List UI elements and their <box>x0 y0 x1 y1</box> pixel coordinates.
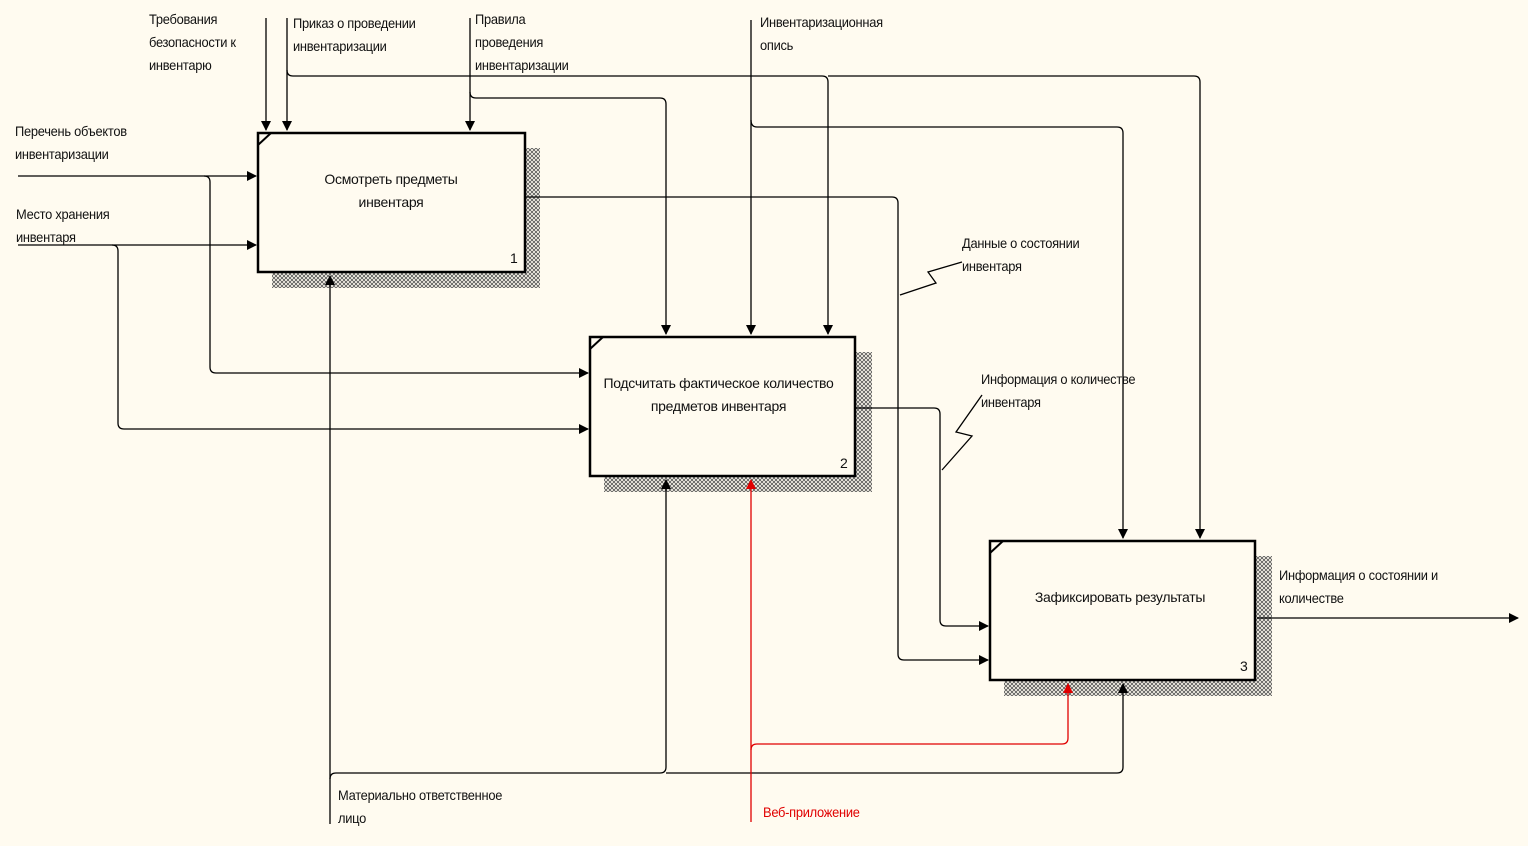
label-line: Приказ о проведении <box>293 15 416 31</box>
label-line: лицо <box>338 810 367 826</box>
box-2-corner <box>589 336 604 350</box>
arrow-mech-person-box3 <box>666 683 1128 774</box>
arrow-control-order-box2 <box>286 69 833 335</box>
arrow-data-state <box>526 196 989 665</box>
label-control-list: Инвентаризационная опись <box>760 11 883 57</box>
arrow-input-objects-box2 <box>203 175 589 378</box>
arrow-mech-person-box2 <box>329 479 671 780</box>
box-3-title: Зафиксировать результаты <box>990 586 1250 609</box>
label-input-storage: Место хранения инвентаря <box>16 203 110 249</box>
label-line: инвентаризации <box>475 57 569 73</box>
box-1-title-line: инвентаря <box>358 194 424 210</box>
label-mech-webapp: Веб-приложение <box>763 801 860 824</box>
label-data-state: Данные о состоянии инвентаря <box>962 232 1080 278</box>
label-line: безопасности к <box>149 34 236 50</box>
arrow-info-quantity <box>856 407 989 631</box>
box-3-number: 3 <box>1240 658 1248 674</box>
box-3[interactable] <box>988 539 1257 682</box>
label-line: Веб-приложение <box>763 804 860 820</box>
label-line: Правила <box>475 11 526 27</box>
squiggle-data-state <box>899 261 963 296</box>
box-1[interactable] <box>256 131 527 274</box>
label-line: Требования <box>149 11 218 27</box>
arrow-control-rules-box2 <box>469 91 671 335</box>
label-line: инвентаря <box>962 258 1022 274</box>
box-2[interactable] <box>588 335 857 478</box>
label-line: инвентарю <box>149 57 212 73</box>
box-2-title-line: Подсчитать фактическое количество <box>603 375 834 391</box>
label-input-objects: Перечень объектов инвентаризации <box>15 120 127 166</box>
label-line: Данные о состоянии <box>962 235 1080 251</box>
label-line: инвентаря <box>16 229 76 245</box>
arrow-input-storage-box2 <box>111 244 589 434</box>
box-1-corner <box>257 132 272 146</box>
label-line: Перечень объектов <box>15 123 127 139</box>
box-1-number: 1 <box>510 250 518 266</box>
label-output-info: Информация о состоянии и количестве <box>1279 564 1438 610</box>
box-1-title: Осмотреть предметы инвентаря <box>260 168 522 214</box>
squiggle-info-quantity <box>941 394 983 471</box>
box-2-title: Подсчитать фактическое количество предме… <box>586 372 851 418</box>
label-line: количестве <box>1279 590 1344 606</box>
box-3-corner <box>989 540 1004 554</box>
label-line: Информация о состоянии и <box>1279 567 1438 583</box>
label-control-safety: Требования безопасности к инвентарю <box>149 8 236 77</box>
label-mech-person: Материально ответственное лицо <box>338 784 502 830</box>
box-3-title-line: Зафиксировать результаты <box>1034 589 1206 605</box>
box-1-title-line: Осмотреть предметы <box>324 171 458 187</box>
label-control-order: Приказ о проведении инвентаризации <box>293 12 416 58</box>
arrow-control-order-box3 <box>828 75 1205 539</box>
label-line: опись <box>760 37 794 53</box>
label-line: инвентаризации <box>15 146 109 162</box>
arrow-mech-webapp-box3 <box>750 683 1073 751</box>
box-2-number: 2 <box>840 455 848 471</box>
label-info-quantity: Информация о количестве инвентаря <box>981 368 1136 414</box>
arrow-control-list-box3 <box>750 119 1128 539</box>
label-line: Материально ответственное <box>338 787 503 803</box>
label-control-rules: Правила проведения инвентаризации <box>475 8 569 77</box>
label-line: проведения <box>475 34 544 50</box>
label-line: Инвентаризационная <box>760 14 883 30</box>
label-line: Место хранения <box>16 206 110 222</box>
label-line: инвентаря <box>981 394 1041 410</box>
box-2-title-line: предметов инвентаря <box>650 398 787 414</box>
label-line: Информация о количестве <box>981 371 1136 387</box>
label-line: инвентаризации <box>293 38 387 54</box>
